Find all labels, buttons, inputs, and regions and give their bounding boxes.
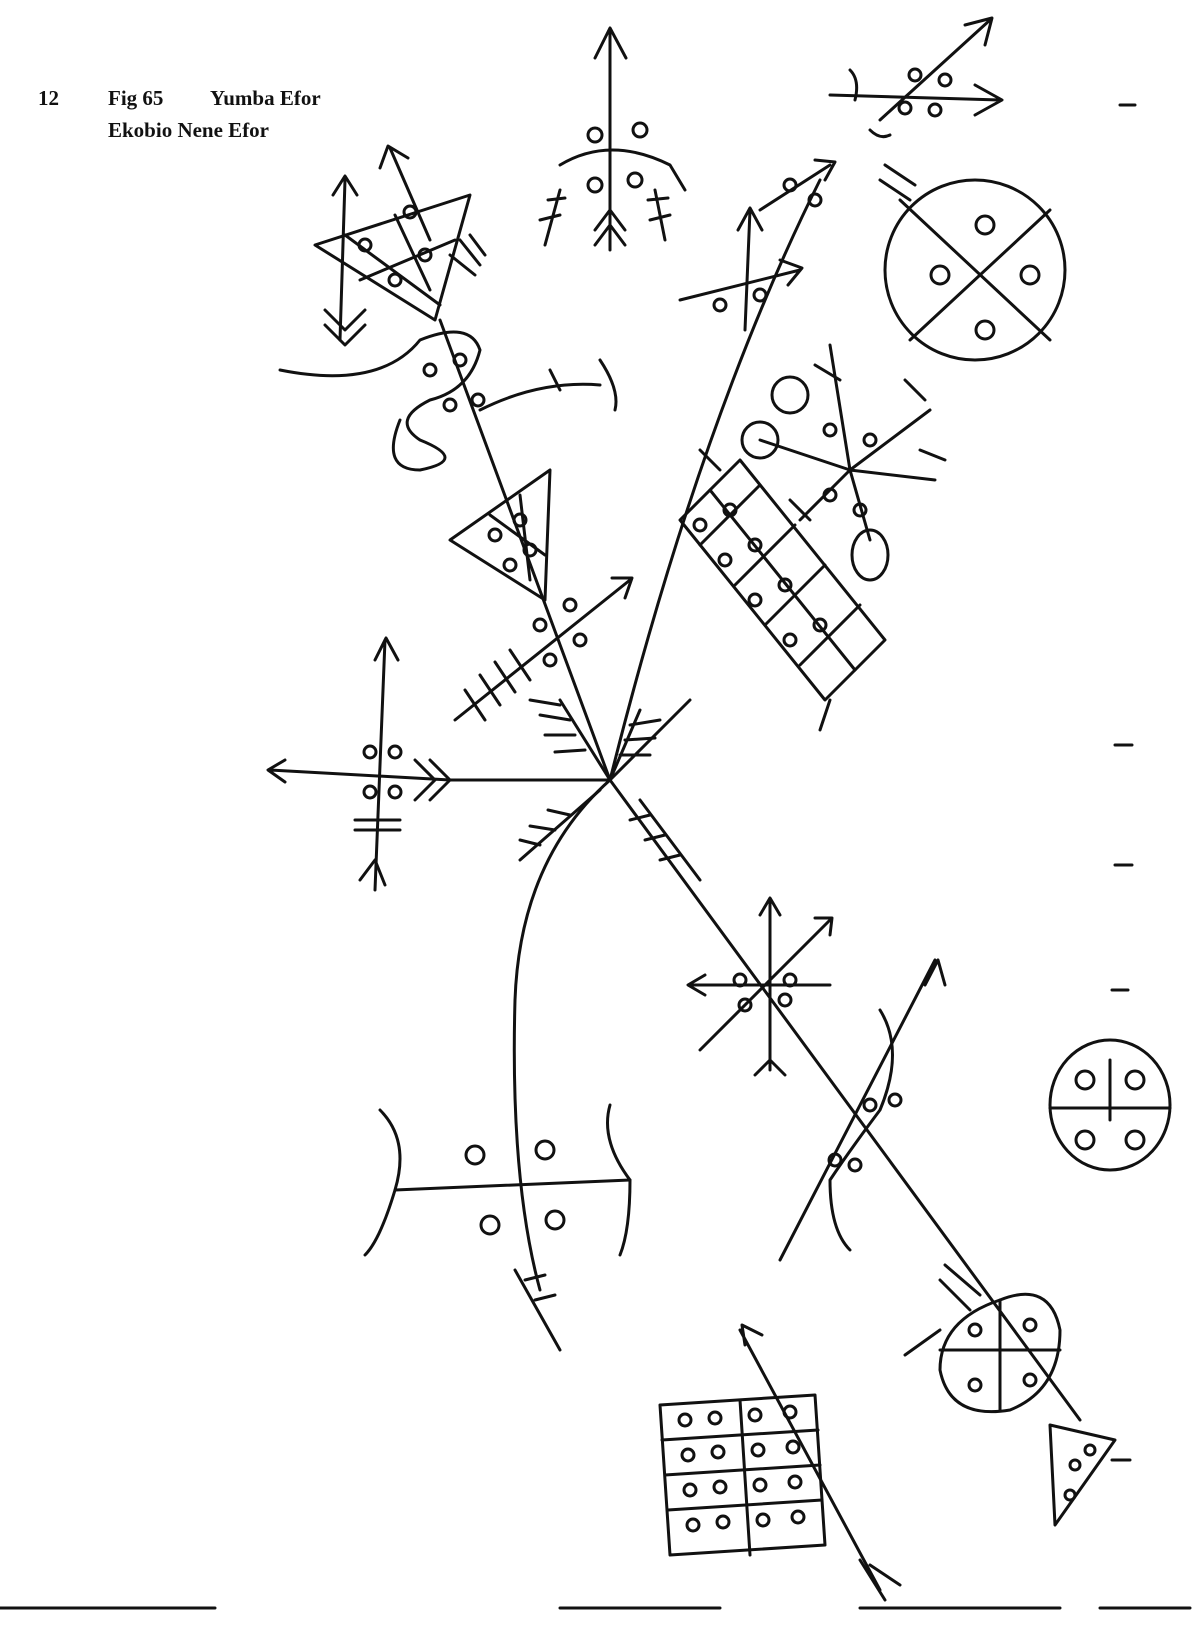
top-arrow-with-circles	[538, 26, 687, 252]
triangle-mid	[448, 468, 552, 602]
small-triangle	[1048, 1423, 1117, 1527]
spine-lines	[438, 178, 1082, 1422]
figure-number: Fig 65	[108, 86, 164, 110]
central-junction	[518, 698, 702, 882]
grid-4x4	[658, 1323, 902, 1602]
top-right-crossed-arrows	[828, 16, 1004, 139]
quartered-circle-large	[878, 163, 1067, 362]
oval-upper	[278, 330, 618, 472]
page-number: 12	[38, 86, 59, 110]
rect-grid	[678, 448, 887, 732]
margin-marks	[0, 103, 1192, 1610]
figure-subtitle: Ekobio Nene Efor	[108, 118, 270, 142]
bracket-with-circles	[363, 1103, 632, 1352]
upper-cross-arrows	[678, 158, 837, 332]
snake-arrow	[778, 958, 947, 1262]
small-star-cross	[686, 896, 834, 1077]
radiating-star	[740, 343, 947, 582]
quartered-circle-small	[1048, 1038, 1172, 1172]
oval-with-circles	[903, 1263, 1062, 1414]
left-arrow-cross	[266, 636, 452, 892]
tick-arrow	[453, 576, 634, 722]
diamond-with-circles	[313, 144, 487, 347]
figure-title: Yumba Efor	[210, 86, 321, 110]
